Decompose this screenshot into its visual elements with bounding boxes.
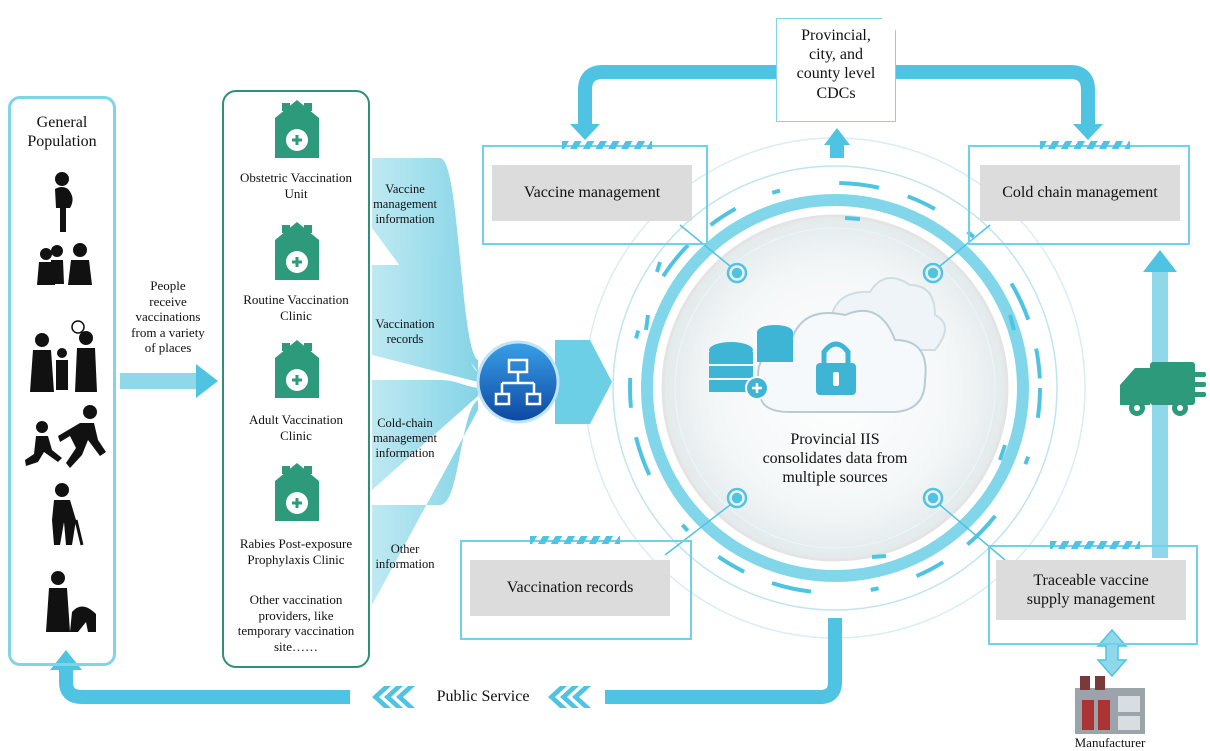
center-line: consolidates data from <box>762 450 908 468</box>
people-arrow-shaft <box>120 373 198 389</box>
chevrons-right <box>548 686 591 708</box>
facility-line: Clinic <box>280 307 312 323</box>
clinic-house-icon <box>275 463 319 521</box>
arrow-head-vaccine-mgmt <box>570 124 600 140</box>
arrow-label-line: People <box>150 278 186 293</box>
cdc-label: Provincial, city, and county level CDCs <box>776 26 896 103</box>
cloud-lock-icon <box>757 277 946 413</box>
running-people-icon <box>25 405 106 468</box>
flow-bands <box>372 158 478 605</box>
hub-arrow <box>555 340 612 424</box>
cdc-line: CDCs <box>816 84 856 102</box>
cold-chain-management-box: Cold chain management <box>980 165 1180 221</box>
delivery-truck-icon <box>1120 362 1206 416</box>
population-panel <box>8 96 116 666</box>
family-with-child-icon <box>30 320 97 392</box>
other-line: Other vaccination <box>249 592 343 607</box>
facilities-panel <box>222 90 370 668</box>
flow-line: Vaccine <box>385 182 425 196</box>
flow-label-vaccination-records: Vaccination records <box>372 317 438 347</box>
traceable-supply-box: Traceable vaccine supply management <box>996 560 1186 620</box>
facility-line: Rabies Post-exposure <box>239 536 353 551</box>
vaccination-records-box: Vaccination records <box>470 560 670 616</box>
manufacturer-arrow <box>1096 628 1128 678</box>
facility-line: Obstetric Vaccination <box>239 170 353 185</box>
database-icon <box>709 325 793 400</box>
cdc-loop-arrow <box>578 65 1095 128</box>
vaccination-records-stripes <box>530 536 620 544</box>
population-title-line1: General <box>36 114 88 131</box>
flow-label-cold-chain: Cold-chain management information <box>372 416 438 461</box>
factory-icon <box>1075 676 1145 734</box>
population-title-line2: Population <box>27 133 97 151</box>
flow-line: Other <box>390 542 420 556</box>
other-providers-label: Other vaccination providers, like tempor… <box>224 592 368 654</box>
hub-glyph <box>494 358 542 406</box>
facility-label-routine: Routine Vaccination Clinic <box>224 292 368 323</box>
clinic-house-icon <box>275 100 319 158</box>
public-service-loop <box>59 618 842 704</box>
flow-line: information <box>375 557 435 571</box>
facility-line: Prophylaxis Clinic <box>247 551 345 567</box>
arrow-label-line: receive <box>149 293 187 309</box>
people-arrow-label: People receive vaccinations from a varie… <box>116 278 220 356</box>
chevrons-left <box>372 686 415 708</box>
vaccine-management-box: Vaccine management <box>492 165 692 221</box>
facility-label-rabies: Rabies Post-exposure Prophylaxis Clinic <box>224 536 368 567</box>
facility-line: Clinic <box>280 427 312 443</box>
facility-line: Routine Vaccination <box>243 292 349 307</box>
flow-line: Vaccination <box>375 317 435 331</box>
connector-nodes <box>664 224 1006 561</box>
person-with-dog-icon <box>46 571 96 632</box>
arrow-head-cold-chain <box>1073 124 1103 140</box>
other-line: site…… <box>273 638 319 654</box>
center-label: Provincial IIS consolidates data from mu… <box>735 430 935 488</box>
clinic-house-icon <box>275 222 319 280</box>
cdc-line: county level <box>796 65 876 83</box>
right-up-arrow-shaft <box>1152 268 1168 558</box>
traceable-line: Traceable vaccine <box>1033 571 1149 589</box>
manufacturer-label: Manufacturer <box>1074 735 1146 750</box>
flow-label-vaccine-mgmt: Vaccine management information <box>372 182 438 227</box>
flow-line: management <box>373 197 437 211</box>
ring-dashes <box>644 216 1016 559</box>
facility-label-adult: Adult Vaccination Clinic <box>224 412 368 443</box>
cdc-line: Provincial, <box>801 27 871 44</box>
vaccine-management-stripes <box>562 141 652 149</box>
family-with-baby-icon <box>37 243 92 285</box>
other-line: temporary vaccination <box>237 623 355 639</box>
arrow-label-line: of places <box>144 340 192 356</box>
other-line: providers, like <box>258 607 334 623</box>
pregnant-woman-icon <box>55 172 73 232</box>
facility-label-obstetric: Obstetric Vaccination Unit <box>224 170 368 201</box>
people-icons <box>25 172 106 632</box>
arrow-label-line: vaccinations <box>135 309 201 325</box>
traceable-line: supply management <box>1026 591 1156 608</box>
clinic-house-icon <box>275 340 319 398</box>
traceable-stripes <box>1050 541 1140 549</box>
flow-line: information <box>375 446 435 460</box>
population-title: General Population <box>12 113 112 151</box>
facility-line: Unit <box>284 185 308 201</box>
up-arrow-cdc-shaft <box>830 142 844 158</box>
center-line: Provincial IIS <box>790 431 880 448</box>
people-arrow-head <box>196 364 218 398</box>
elderly-person-icon <box>52 483 84 546</box>
center-line: multiple sources <box>782 469 888 487</box>
cold-chain-stripes <box>1040 141 1130 149</box>
cdc-box <box>776 18 896 122</box>
flow-line: information <box>375 212 435 226</box>
up-arrow-cdc-head <box>824 128 850 145</box>
flow-line: management <box>373 431 437 445</box>
facility-icons <box>275 100 319 521</box>
flow-label-other: Other information <box>372 542 438 572</box>
public-service-label: Public Service <box>420 687 546 707</box>
facility-line: Adult Vaccination <box>249 412 343 427</box>
arrow-label-line: from a variety <box>131 324 205 340</box>
right-up-arrow-head <box>1143 250 1177 272</box>
flow-line: Cold-chain <box>377 416 433 430</box>
cdc-line: city, and <box>808 46 864 64</box>
flow-line: records <box>386 332 424 346</box>
